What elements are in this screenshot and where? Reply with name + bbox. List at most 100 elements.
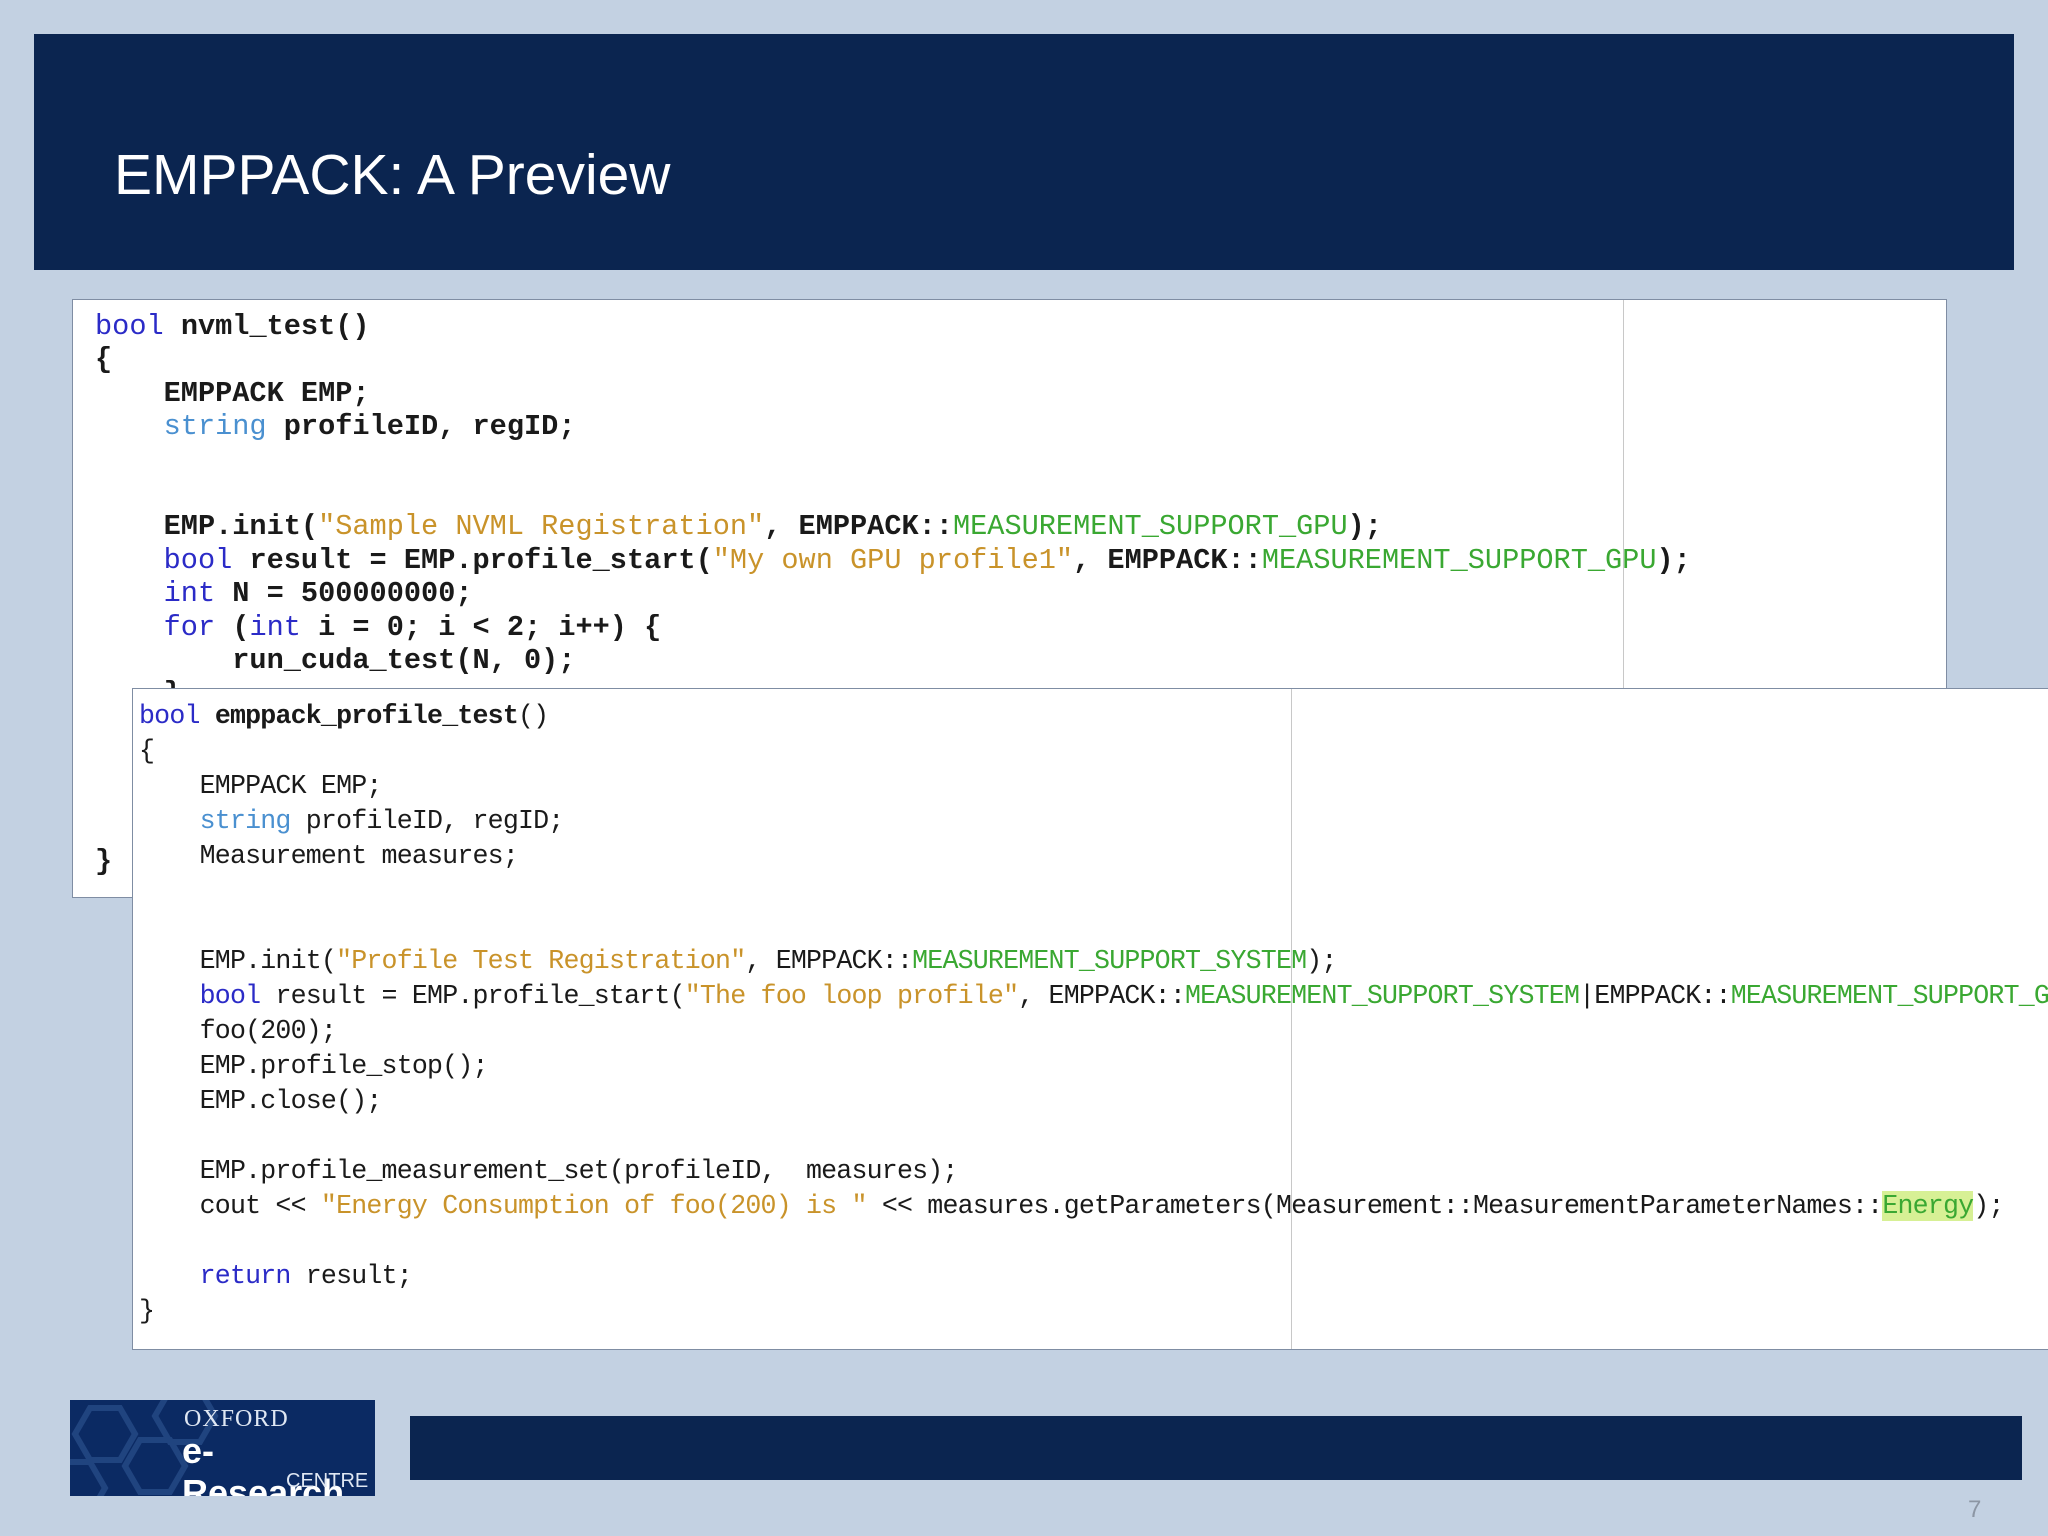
- code-line: int N = 500000000;: [95, 577, 473, 610]
- code-line: cout << "Energy Consumption of foo(200) …: [139, 1191, 2004, 1221]
- code-token: EMP.profile_measurement_set(profileID, m…: [139, 1156, 959, 1186]
- code-token: (: [215, 610, 250, 644]
- code-token: "Sample NVML Registration": [318, 510, 765, 544]
- code-token: result = EMP.profile_start(: [260, 981, 685, 1011]
- code-token: << measures.getParameters(Measurement::M…: [866, 1191, 1883, 1221]
- code-line: }: [139, 1296, 155, 1326]
- page-number: 7: [1968, 1496, 1982, 1523]
- code-line: EMP.close();: [139, 1086, 383, 1116]
- code-token: nvml_test: [180, 310, 336, 343]
- logo-text-eresearch: e-Research: [182, 1430, 345, 1496]
- code-token: EMP.init(: [139, 946, 337, 976]
- code-token: int: [249, 610, 301, 644]
- editor-margin-line: [1291, 689, 1292, 1349]
- code-token: [95, 544, 164, 577]
- code-line: run_cuda_test(N, 0);: [95, 644, 575, 677]
- code-block-nvml-test: bool nvml_test() { EMPPACK EMP; string p…: [95, 310, 1691, 878]
- code-token: Measurement measures;: [139, 841, 519, 871]
- code-token: , EMPPACK::: [764, 510, 953, 544]
- code-token: Energy: [1882, 1191, 1974, 1221]
- code-line: bool result = EMP.profile_start("My own …: [95, 544, 1691, 577]
- code-token: "My own GPU profile1": [712, 543, 1074, 577]
- code-screenshot-emppack-profile-test: bool emppack_profile_test() { EMPPACK EM…: [132, 688, 2048, 1350]
- code-token: [164, 310, 181, 343]
- code-token: EMP.profile_stop();: [139, 1051, 489, 1081]
- code-token: MEASUREMENT_SUPPORT_SYSTEM: [1184, 981, 1580, 1011]
- code-token: [139, 1261, 200, 1291]
- logo-text-centre: CENTRE: [286, 1470, 369, 1492]
- oxford-eresearch-logo: OXFORD e-Research CENTRE: [70, 1400, 375, 1496]
- code-token: , EMPPACK::: [745, 946, 913, 976]
- code-token: bool: [95, 310, 164, 343]
- code-token: "Energy Consumption of foo(200) is ": [320, 1191, 868, 1221]
- code-token: (): [518, 701, 549, 731]
- code-token: bool: [163, 543, 233, 577]
- code-token: bool: [199, 981, 261, 1011]
- code-token: MEASUREMENT_SUPPORT_GPU: [1730, 981, 2048, 1011]
- code-token: [95, 577, 164, 610]
- code-token: );: [1347, 510, 1382, 544]
- logo-text-oxford: OXFORD: [184, 1406, 289, 1432]
- code-block-emppack-profile-test: bool emppack_profile_test() { EMPPACK EM…: [139, 699, 2048, 1329]
- code-token: }: [139, 1296, 155, 1326]
- code-token: run_cuda_test(N, 0);: [95, 644, 576, 678]
- code-token: N = 500000000;: [215, 577, 473, 611]
- code-line: Measurement measures;: [139, 841, 519, 871]
- editor-margin-line: [1623, 300, 1624, 897]
- code-token: result;: [290, 1261, 413, 1291]
- code-token: {: [139, 736, 155, 766]
- code-token: EMPPACK EMP;: [95, 376, 370, 410]
- code-token: MEASUREMENT_SUPPORT_GPU: [1261, 543, 1657, 577]
- code-token: );: [1973, 1191, 2004, 1221]
- code-token: , EMPPACK::: [1073, 543, 1262, 577]
- code-line: EMP.profile_measurement_set(profileID, m…: [139, 1156, 959, 1186]
- code-token: [139, 806, 200, 836]
- code-token: i = 0; i < 2; i++) {: [300, 610, 662, 644]
- code-token: int: [163, 577, 216, 611]
- code-token: EMP.close();: [139, 1086, 383, 1116]
- title-bar: [34, 34, 2014, 270]
- code-token: }: [95, 844, 113, 878]
- slide-title: EMPPACK: A Preview: [114, 143, 671, 207]
- code-token: "Profile Test Registration": [336, 946, 746, 976]
- code-line: EMP.init("Sample NVML Registration", EMP…: [95, 510, 1382, 543]
- code-line: bool emppack_profile_test(): [139, 701, 549, 731]
- code-token: EMPPACK EMP;: [139, 771, 383, 801]
- code-token: [139, 981, 200, 1011]
- code-line: bool result = EMP.profile_start("The foo…: [139, 981, 2048, 1011]
- code-token: );: [1306, 946, 1337, 976]
- code-line: EMP.init("Profile Test Registration", EM…: [139, 946, 1338, 976]
- hexagon-pattern-icon: [70, 1400, 219, 1496]
- code-token: result = EMP.profile_start(: [232, 543, 713, 577]
- code-token: [95, 611, 164, 644]
- code-token: {: [95, 343, 113, 377]
- code-token: foo(200);: [139, 1016, 337, 1046]
- footer-band: [410, 1416, 2022, 1480]
- code-line: string profileID, regID;: [95, 410, 576, 444]
- code-line: for (int i = 0; i < 2; i++) {: [95, 610, 662, 644]
- code-token: profileID, regID;: [290, 806, 565, 836]
- code-token: , EMPPACK::: [1018, 981, 1186, 1011]
- code-line: {: [95, 343, 112, 376]
- code-line: EMPPACK EMP;: [95, 377, 370, 410]
- code-token: [200, 701, 215, 731]
- code-token: string: [163, 410, 267, 444]
- code-token: [95, 410, 164, 443]
- code-token: bool: [139, 701, 200, 731]
- code-line: string profileID, regID;: [139, 806, 565, 836]
- code-token: cout <<: [139, 1191, 321, 1221]
- code-line: bool nvml_test(): [95, 310, 370, 343]
- code-token: "The foo loop profile": [684, 981, 1019, 1011]
- code-token: |EMPPACK::: [1579, 981, 1731, 1011]
- code-token: (): [335, 310, 370, 343]
- code-line: }: [95, 845, 112, 878]
- code-token: EMP.init(: [95, 510, 319, 544]
- code-line: EMPPACK EMP;: [139, 771, 383, 801]
- code-token: );: [1656, 543, 1691, 577]
- code-token: string: [199, 806, 292, 836]
- code-token: MEASUREMENT_SUPPORT_SYSTEM: [912, 946, 1307, 976]
- code-line: EMP.profile_stop();: [139, 1051, 489, 1081]
- code-token: MEASUREMENT_SUPPORT_GPU: [952, 510, 1348, 544]
- code-token: profileID, regID;: [266, 410, 576, 444]
- code-line: return result;: [139, 1261, 413, 1291]
